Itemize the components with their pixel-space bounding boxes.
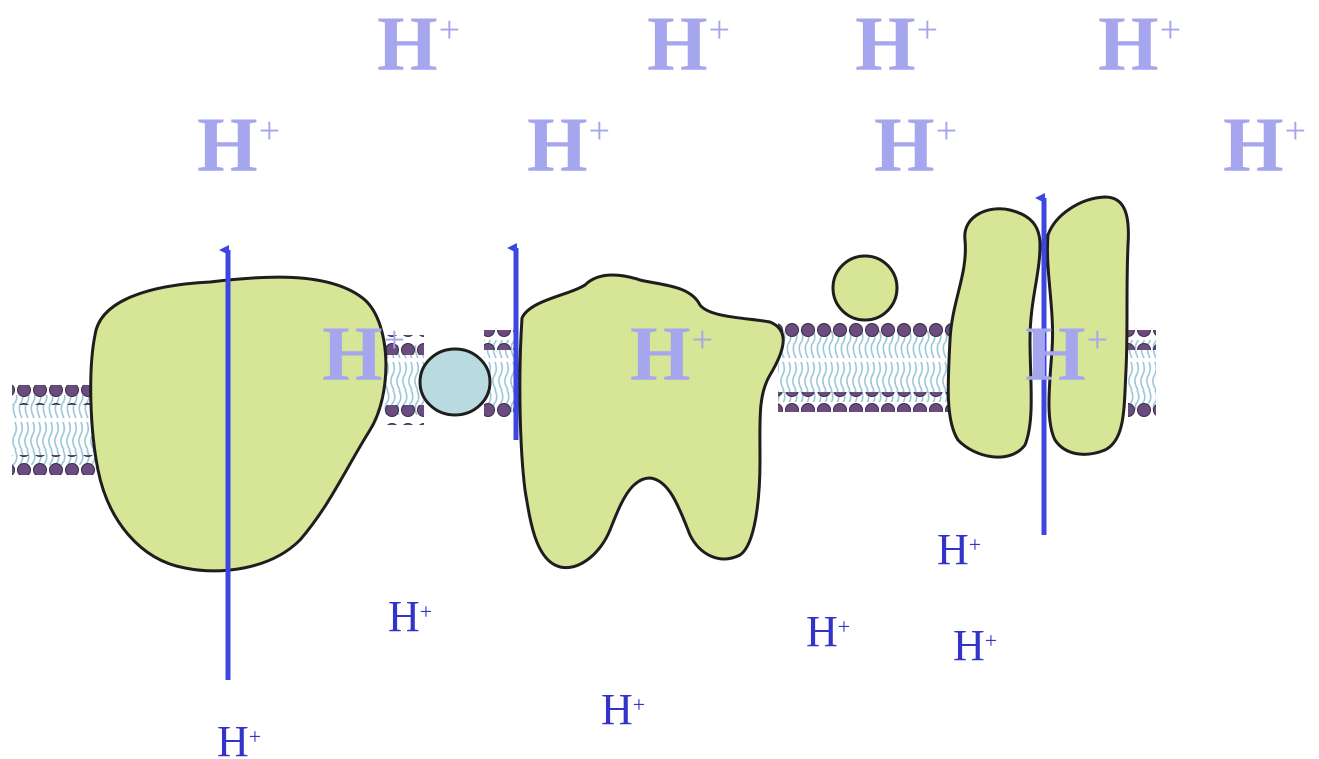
bilayer-segment-left (12, 385, 97, 475)
small-protein (833, 256, 897, 320)
proton-label-outer-3: H+ (855, 5, 938, 83)
proton-label-membrane-3: H+ (1025, 315, 1108, 393)
proton-label-inner-3: H+ (806, 610, 850, 654)
proton-label-inner-5: H+ (601, 688, 645, 732)
proton-label-outer-6: H+ (527, 106, 610, 184)
proton-label-inner-2: H+ (388, 595, 432, 639)
proton-label-inner-6: H+ (217, 720, 261, 759)
proton-label-membrane-1: H+ (322, 315, 405, 393)
proton-label-outer-5: H+ (197, 106, 280, 184)
small-channel (420, 349, 490, 415)
bilayer-segment-right (1128, 330, 1156, 422)
proton-label-outer-7: H+ (874, 106, 957, 184)
proton-label-outer-4: H+ (1098, 5, 1181, 83)
proton-label-inner-4: H+ (953, 624, 997, 668)
proton-label-outer-2: H+ (647, 5, 730, 83)
proton-label-outer-8: H+ (1223, 106, 1306, 184)
proton-label-inner-1: H+ (937, 528, 981, 572)
proton-label-membrane-2: H+ (630, 315, 713, 393)
bilayer-segment-4 (778, 318, 950, 412)
proton-label-outer-1: H+ (377, 5, 460, 83)
